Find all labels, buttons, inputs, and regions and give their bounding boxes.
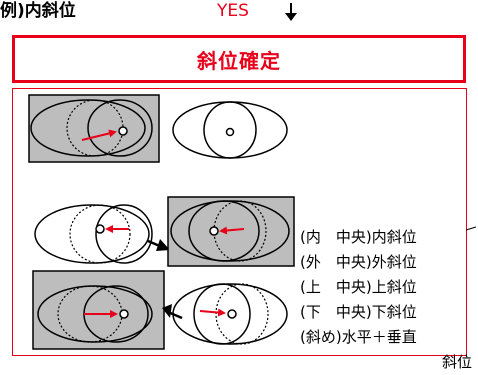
arrow-right-icon: [147, 239, 170, 251]
eye-figure-6: [172, 283, 288, 345]
eye-diagrams: [28, 94, 477, 350]
arrow-left-icon: [162, 304, 183, 320]
confirmation-box: 斜位確定: [12, 35, 466, 83]
confirmation-title: 斜位確定: [197, 48, 281, 73]
eye-figure-4-shaded: [167, 196, 295, 267]
eye-figure-2-normal: [172, 101, 288, 159]
eye-figure-3: [34, 204, 153, 264]
label-hypo: (下 中央)下斜位: [300, 303, 417, 321]
eye-figure-1-deviated: [28, 94, 160, 163]
yes-label: YES: [217, 1, 249, 21]
label-eso: (内 中央)内斜位: [300, 228, 417, 246]
label-hyper: (上 中央)上斜位: [300, 278, 417, 296]
label-exo: (外 中央)外斜位: [300, 253, 417, 271]
label-oblique: (斜め)水平＋垂直: [300, 328, 417, 346]
deviation-label-list: (内 中央)内斜位 (外 中央)外斜位 (上 中央)上斜位 (下 中央)下斜位 …: [300, 225, 472, 375]
diagram-panel: [12, 88, 467, 356]
eye-figure-5-shaded: [32, 270, 165, 350]
down-arrow-icon: [285, 3, 297, 21]
leader-line: [465, 226, 477, 231]
page-heading: 例)内斜位: [0, 1, 76, 21]
label-oblique-tail: 斜位: [441, 353, 472, 371]
